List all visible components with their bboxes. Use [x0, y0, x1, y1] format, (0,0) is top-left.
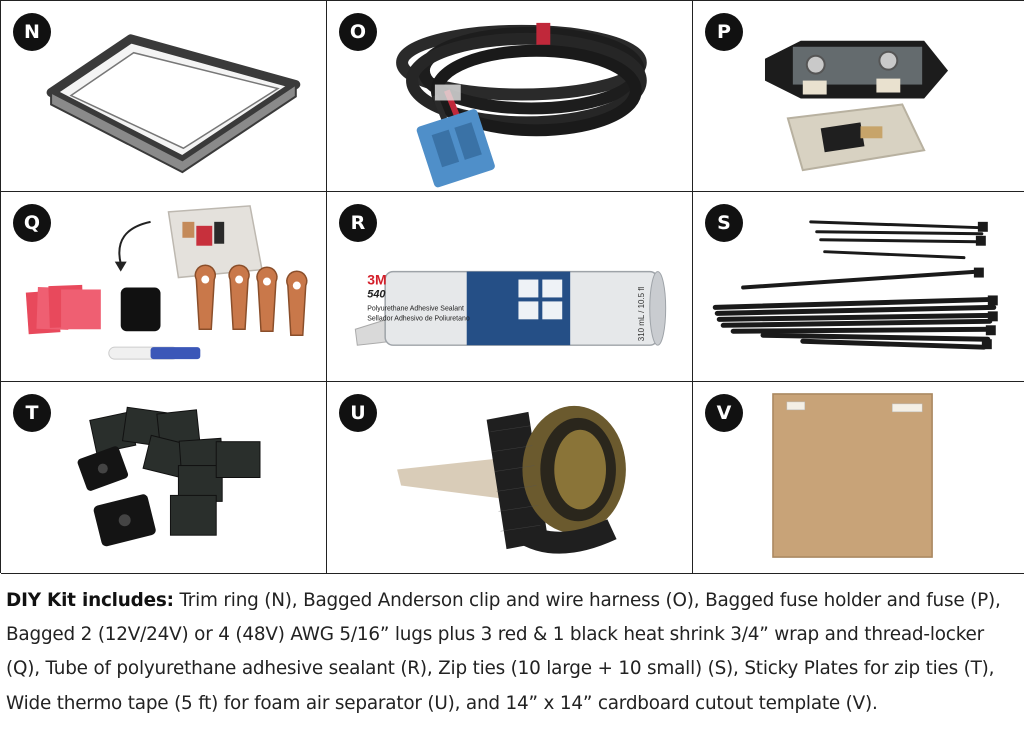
tube-label-en: Polyurethane Adhesive Sealant — [367, 305, 464, 312]
panel-label: Q — [13, 204, 51, 242]
fuse-holder-image — [764, 40, 949, 172]
panel-label: O — [339, 13, 377, 51]
panel-r: R 3M 540 Polyurethane Adhesive Sealant S… — [327, 192, 693, 382]
panel-q: Q — [1, 192, 327, 382]
kit-photo-grid: N O P — [0, 0, 1024, 574]
tube-model: 540 — [367, 288, 385, 300]
kit-description: DIY Kit includes: Trim ring (N), Bagged … — [0, 578, 1024, 748]
panel-label: N — [13, 13, 51, 51]
panel-label: U — [339, 394, 377, 432]
lugs-and-heat-shrink-image — [25, 205, 308, 360]
panel-label: P — [705, 13, 743, 51]
cardboard-template-image — [772, 393, 933, 558]
zip-ties-image — [712, 220, 998, 350]
panel-s: S — [693, 192, 1024, 382]
panel-v: V — [693, 382, 1024, 574]
trim-ring-image — [46, 34, 301, 174]
sealant-tube-image: 3M 540 Polyurethane Adhesive Sealant Sel… — [354, 270, 667, 346]
tube-brand: 3M — [367, 272, 386, 288]
thermo-tape-image — [397, 405, 626, 554]
sticky-plates-image — [77, 406, 261, 547]
tube-volume: 310 mL / 10.5 fl — [637, 287, 646, 342]
wire-harness-image — [396, 22, 647, 188]
tube-label-es: Sellador Adhesivo de Poliuretano — [367, 315, 470, 322]
panel-o: O — [327, 1, 693, 192]
panel-n: N — [1, 1, 327, 192]
panel-label: V — [705, 394, 743, 432]
panel-u: U — [327, 382, 693, 574]
panel-label: R — [339, 204, 377, 242]
caption-body: Trim ring (N), Bagged Anderson clip and … — [6, 590, 1001, 714]
panel-label: T — [13, 394, 51, 432]
panel-t: T — [1, 382, 327, 574]
panel-label: S — [705, 204, 743, 242]
panel-p: P — [693, 1, 1024, 192]
caption-lead: DIY Kit includes: — [6, 590, 174, 611]
